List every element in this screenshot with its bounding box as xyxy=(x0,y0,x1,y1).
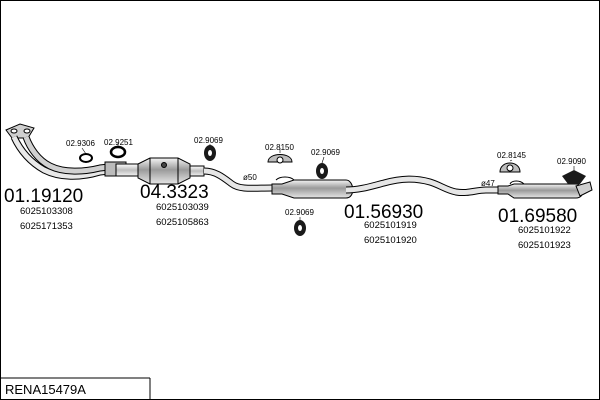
oe-reference: 6025101923 xyxy=(518,240,571,251)
rubber-hanger-icon xyxy=(316,163,328,179)
oe-reference: 6025171353 xyxy=(20,221,73,232)
middle-silencer-shape xyxy=(271,175,498,199)
accessory-number: 02.9069 xyxy=(194,136,223,145)
bracket-icon xyxy=(499,162,521,173)
part-number: 04.3323 xyxy=(140,182,209,203)
rubber-mount-icon xyxy=(562,170,586,184)
part-number: 01.19120 xyxy=(4,186,83,207)
title-box: RENA15479A xyxy=(0,377,151,400)
oe-reference: 6025103039 xyxy=(156,202,209,213)
accessory-number: 02.9090 xyxy=(557,157,586,166)
accessory-number: 02.9069 xyxy=(285,208,314,217)
rubber-hanger-icon xyxy=(204,145,216,161)
diameter-label: ø47 xyxy=(481,179,495,188)
part-number: 01.69580 xyxy=(498,206,577,227)
oe-reference: 6025103308 xyxy=(20,206,73,217)
clamp-ring-icon xyxy=(109,145,127,159)
oe-reference: 6025101922 xyxy=(518,225,571,236)
bracket-icon xyxy=(267,154,293,164)
front-pipe-shape xyxy=(5,123,127,180)
accessory-number: 02.8150 xyxy=(265,143,294,152)
page-title: RENA15479A xyxy=(5,382,86,397)
accessory-number: 02.9069 xyxy=(311,148,340,157)
oe-reference: 6025105863 xyxy=(156,217,209,228)
accessory-number: 02.9251 xyxy=(104,138,133,147)
part-number: 01.56930 xyxy=(344,202,423,223)
rear-silencer-shape xyxy=(497,180,593,199)
accessory-number: 02.8145 xyxy=(497,151,526,160)
rubber-hanger-icon xyxy=(294,220,306,236)
catalytic-converter-shape xyxy=(115,157,205,185)
gasket-icon xyxy=(79,153,93,163)
diameter-label: ø50 xyxy=(243,173,257,182)
leader-lines xyxy=(81,143,575,220)
oe-reference: 6025101920 xyxy=(364,235,417,246)
oe-reference: 6025101919 xyxy=(364,220,417,231)
intermediate-pipe-1 xyxy=(203,167,273,192)
accessory-number: 02.9306 xyxy=(66,139,95,148)
